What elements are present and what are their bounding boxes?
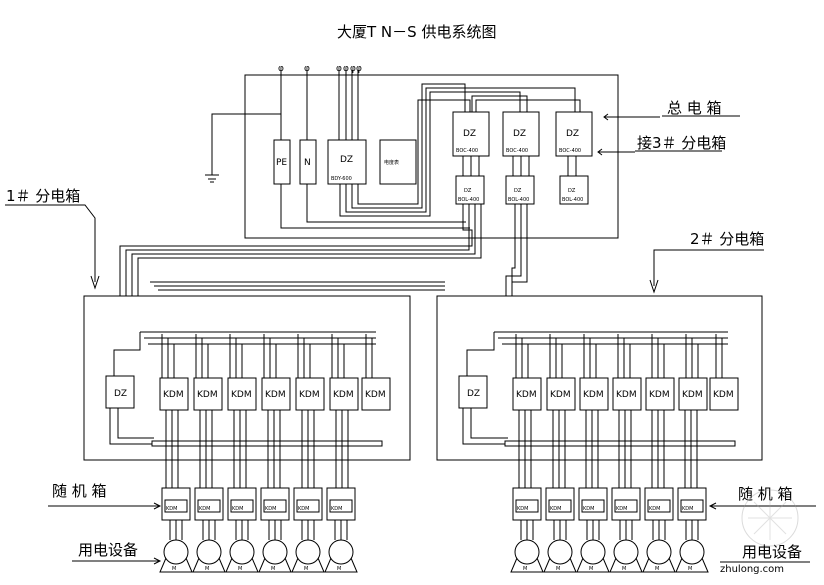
diagram-title: 大厦T N－S 供电系统图 [337, 23, 496, 41]
random-box-left-label: 随 机 箱 [52, 482, 107, 500]
svg-text:KDM: KDM [583, 390, 604, 400]
svg-text:φ: φ [336, 64, 342, 74]
box1-label: 1＃ 分电箱 [6, 187, 80, 205]
svg-text:φ: φ [304, 64, 310, 74]
svg-text:BOC-400: BOC-400 [559, 148, 581, 154]
pe-terminal [273, 139, 291, 185]
svg-text:M: M [205, 566, 209, 572]
svg-text:KDM: KDM [265, 506, 276, 512]
box2-breaker [458, 375, 488, 409]
svg-text:BOC-400: BOC-400 [506, 148, 528, 154]
svg-text:M: M [523, 566, 527, 572]
svg-text:BOL-400: BOL-400 [508, 197, 529, 203]
svg-text:KDM: KDM [713, 390, 734, 400]
svg-text:KDM: KDM [265, 390, 286, 400]
svg-text:M: M [172, 566, 176, 572]
svg-text:M: M [556, 566, 560, 572]
svg-text:KDM: KDM [682, 506, 693, 512]
svg-text:M: M [271, 566, 275, 572]
svg-text:KDM: KDM [649, 390, 670, 400]
svg-text:φ: φ [278, 64, 284, 74]
left-random-box-units: KDM KDM KDM KDM KDM KDM [161, 487, 356, 521]
svg-text:KDM: KDM [298, 506, 309, 512]
main-box-label: 总 电 箱 [667, 99, 722, 117]
svg-text:BOC-400: BOC-400 [456, 148, 478, 154]
watermark-logo [741, 489, 799, 547]
svg-text:KDM: KDM [232, 506, 243, 512]
n-label: N [304, 158, 311, 168]
svg-text:KDM: KDM [365, 390, 386, 400]
box2-label: 2＃ 分电箱 [690, 230, 764, 248]
left-motor-row: M M M M M M [159, 539, 358, 573]
box1-breaker-label: DZ [114, 389, 127, 399]
svg-text:DZ: DZ [568, 188, 576, 194]
svg-text:M: M [337, 566, 341, 572]
right-random-box-units: KDM KDM KDM KDM KDM KDM [512, 487, 707, 521]
n-terminal [299, 139, 317, 185]
svg-text:KDM: KDM [299, 390, 320, 400]
energy-meter-label: 电度表 [384, 159, 399, 166]
svg-text:BOL-400: BOL-400 [562, 197, 583, 203]
svg-text:KDM: KDM [583, 506, 594, 512]
svg-text:φ: φ [350, 64, 356, 74]
main-breaker-model: BDY-600 [331, 176, 352, 182]
box1-kdm-row: KDM KDM KDM KDM KDM KDM KDM [159, 377, 391, 411]
svg-text:DZ: DZ [513, 129, 526, 139]
random-box-right-label: 随 机 箱 [738, 485, 793, 503]
device-left-label: 用电设备 [78, 541, 138, 559]
svg-text:M: M [655, 566, 659, 572]
main-breaker-label: DZ [340, 155, 353, 165]
svg-text:M: M [688, 566, 692, 572]
svg-text:KDM: KDM [331, 506, 342, 512]
svg-text:M: M [304, 566, 308, 572]
box1-busbar [151, 440, 383, 447]
svg-text:KDM: KDM [333, 390, 354, 400]
svg-text:DZ: DZ [463, 129, 476, 139]
sub-breaker-group: DZ BOL-400 DZ BOL-400 DZ BOL-400 [455, 175, 589, 205]
svg-text:M: M [622, 566, 626, 572]
svg-text:φ: φ [356, 64, 362, 74]
svg-text:KDM: KDM [516, 390, 537, 400]
svg-text:DZ: DZ [464, 188, 472, 194]
svg-text:M: M [589, 566, 593, 572]
main-breaker-group: DZ BOC-400 DZ BOC-400 DZ BOC-400 [452, 111, 593, 157]
svg-text:KDM: KDM [682, 390, 703, 400]
svg-text:KDM: KDM [197, 390, 218, 400]
svg-text:KDM: KDM [550, 506, 561, 512]
svg-text:KDM: KDM [163, 390, 184, 400]
svg-text:KDM: KDM [231, 390, 252, 400]
ground-symbol [205, 113, 281, 183]
svg-text:DZ: DZ [566, 129, 579, 139]
svg-text:DZ: DZ [514, 188, 522, 194]
svg-text:M: M [238, 566, 242, 572]
right-motor-row: M M M M M M [510, 539, 709, 573]
svg-text:KDM: KDM [517, 506, 528, 512]
pe-label: PE [276, 158, 287, 168]
svg-text:KDM: KDM [166, 506, 177, 512]
svg-text:KDM: KDM [199, 506, 210, 512]
device-right-label: 用电设备 [742, 543, 802, 561]
svg-text:KDM: KDM [550, 390, 571, 400]
svg-text:BOL-400: BOL-400 [458, 197, 479, 203]
svg-text:KDM: KDM [649, 506, 660, 512]
box2-breaker-label: DZ [467, 389, 480, 399]
svg-text:KDM: KDM [616, 390, 637, 400]
box2-kdm-row: KDM KDM KDM KDM KDM KDM KDM [512, 377, 739, 411]
feed-to-box3-label: 接3＃ 分电箱 [637, 134, 726, 152]
watermark-text: zhulong.com [720, 564, 784, 575]
energy-meter [379, 139, 417, 185]
svg-text:KDM: KDM [616, 506, 627, 512]
main-breaker [327, 139, 367, 185]
box2-busbar [504, 440, 736, 447]
svg-text:φ: φ [343, 64, 349, 74]
box1-breaker [105, 375, 135, 409]
